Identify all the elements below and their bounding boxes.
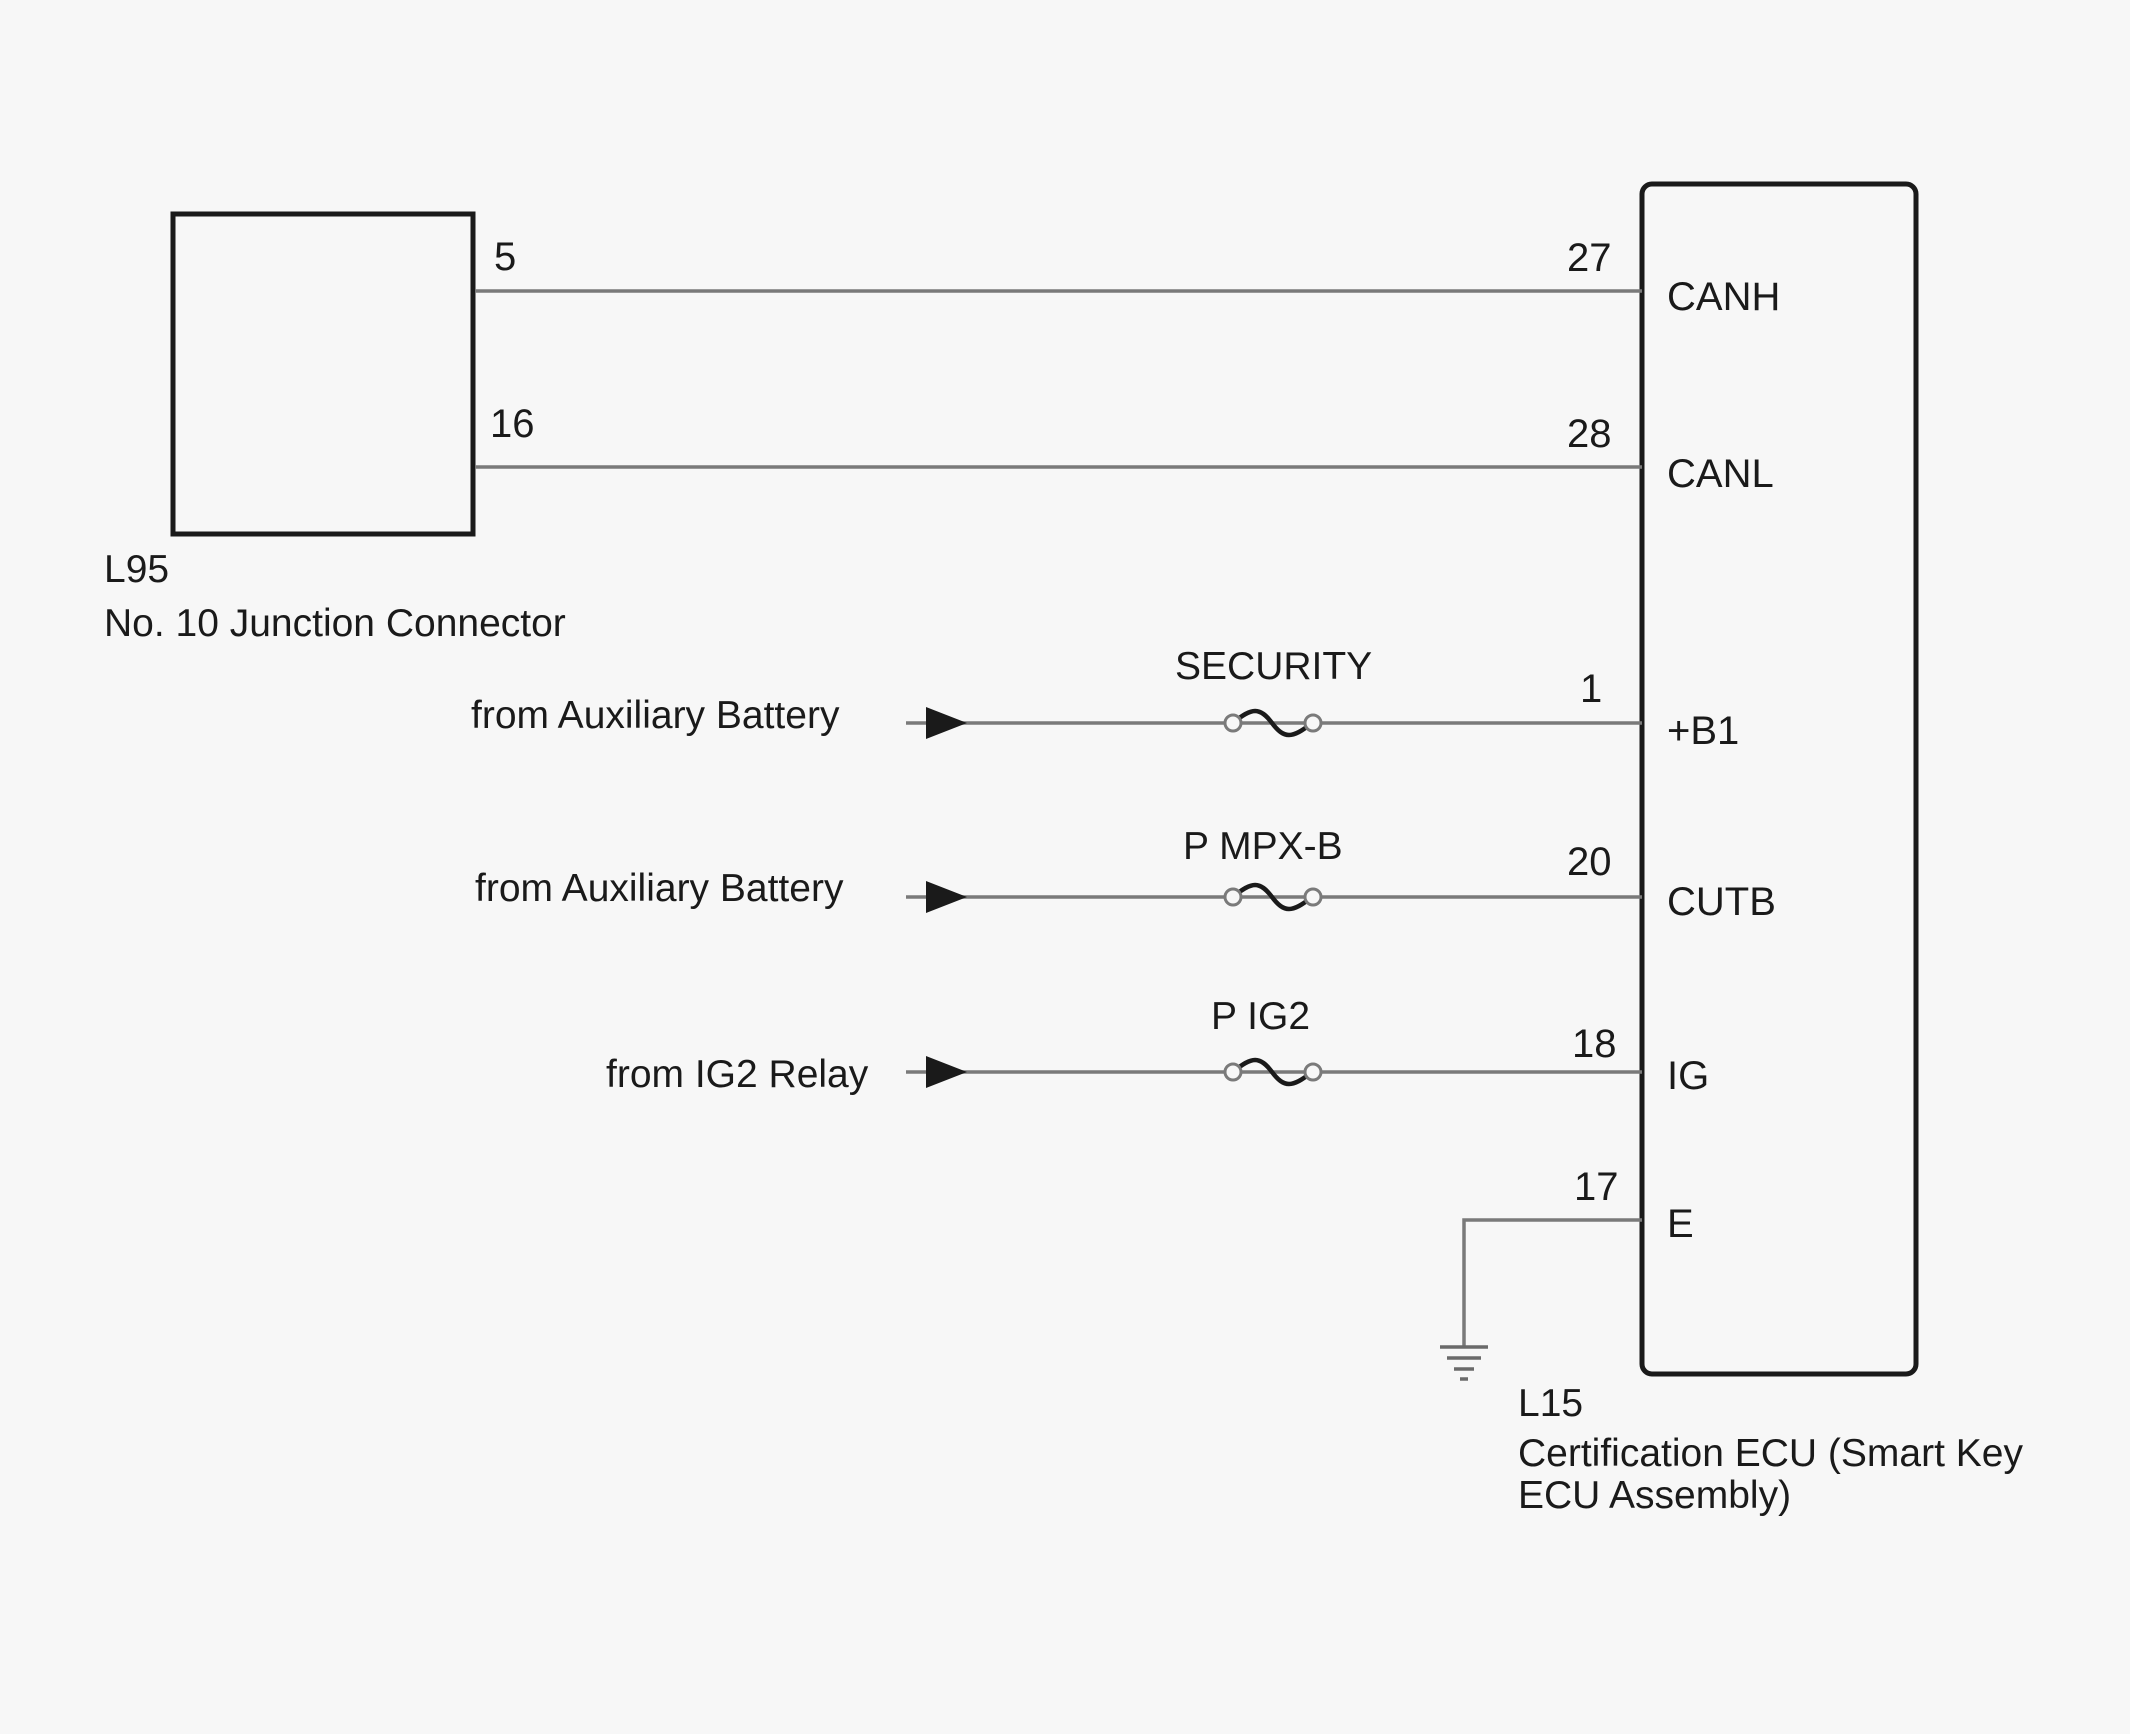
- wire-b1: from Auxiliary Battery SECURITY 1 +B1: [471, 645, 1739, 753]
- wire-cutb: from Auxiliary Battery P MPX-B 20 CUTB: [475, 825, 1776, 924]
- ecu-name-line1: Certification ECU (Smart Key: [1518, 1432, 2023, 1475]
- fuse-label-security: SECURITY: [1175, 645, 1372, 688]
- ecu-pin-cutb-number: 20: [1567, 840, 1612, 884]
- input-source-b1: from Auxiliary Battery: [471, 694, 840, 737]
- ecu-terminal-e: E: [1667, 1202, 1694, 1246]
- fuse-icon: [1223, 1057, 1323, 1087]
- ecu-pin-canl-number: 28: [1567, 412, 1612, 456]
- junction-connector-code: L95: [104, 548, 169, 591]
- ecu-name-line2: ECU Assembly): [1518, 1474, 1791, 1517]
- ground-icon: [1440, 1345, 1488, 1381]
- fuse-label-p-mpx-b: P MPX-B: [1183, 825, 1343, 868]
- ecu-code: L15: [1518, 1382, 1583, 1425]
- ecu-box: [1639, 181, 1919, 1377]
- arrow-right-icon: [926, 707, 967, 739]
- wire-canh: 27 CANH: [475, 236, 1780, 319]
- wire-canl: 28 CANL: [475, 412, 1774, 496]
- fuse-icon: [1223, 882, 1323, 912]
- arrow-right-icon: [926, 881, 967, 913]
- ecu-pin-ig-number: 18: [1572, 1022, 1617, 1066]
- input-source-cutb: from Auxiliary Battery: [475, 867, 844, 910]
- wire-ig: from IG2 Relay P IG2 18 IG: [606, 995, 1709, 1098]
- ecu-pin-e-number: 17: [1574, 1165, 1619, 1209]
- fuse-icon: [1223, 708, 1323, 738]
- arrow-right-icon: [926, 1056, 967, 1088]
- ecu-pin-b1-number: 1: [1580, 667, 1602, 711]
- ecu-terminal-b1: +B1: [1667, 709, 1739, 753]
- wire-ground: 17 E: [1440, 1165, 1694, 1381]
- ecu-terminal-canl: CANL: [1667, 452, 1774, 496]
- junction-pin-canh: 5: [494, 235, 516, 279]
- junction-connector-box: [170, 211, 476, 537]
- ecu-terminal-ig: IG: [1667, 1054, 1709, 1098]
- fuse-label-p-ig2: P IG2: [1211, 995, 1310, 1038]
- junction-pin-canl: 16: [490, 402, 535, 446]
- ecu-terminal-canh: CANH: [1667, 275, 1780, 319]
- ecu: L15 Certification ECU (Smart Key ECU Ass…: [1518, 181, 2023, 1517]
- input-source-ig: from IG2 Relay: [606, 1053, 869, 1096]
- ecu-terminal-cutb: CUTB: [1667, 880, 1776, 924]
- ecu-pin-canh-number: 27: [1567, 236, 1612, 280]
- junction-connector: 5 16 L95 No. 10 Junction Connector: [104, 211, 566, 645]
- junction-connector-name: No. 10 Junction Connector: [104, 602, 566, 645]
